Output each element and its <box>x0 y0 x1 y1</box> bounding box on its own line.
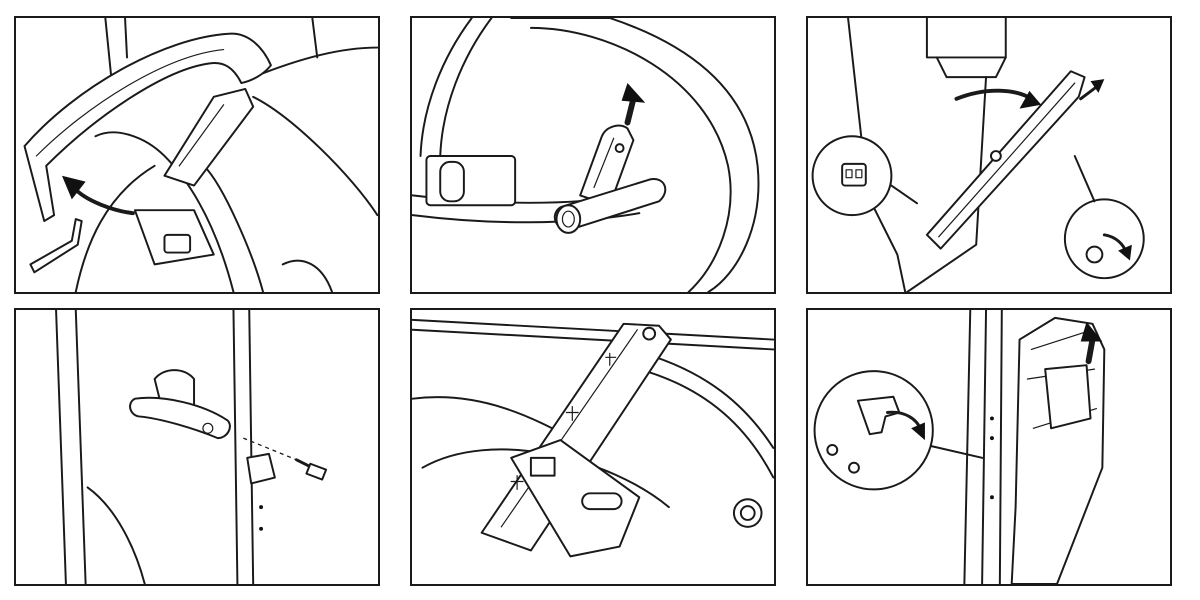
pull-handle <box>553 124 667 234</box>
trim-clip <box>510 352 617 490</box>
door-trim-panel <box>925 70 1086 250</box>
arrow-icon <box>621 83 646 126</box>
arrow-icon <box>61 175 135 216</box>
panel-6-inner-trim-panel-removal <box>806 308 1172 586</box>
door-body <box>55 310 255 584</box>
door-striker <box>246 452 276 531</box>
panel-2-pull-handle-removal <box>410 16 776 294</box>
panel-3-door-trim-removal <box>806 16 1172 294</box>
inner-trim-panel <box>1010 316 1106 584</box>
upper-trim-cover <box>23 32 272 223</box>
plug-icon <box>732 498 763 528</box>
hex-key-icon <box>29 218 83 274</box>
panel-1-trim-cover-removal <box>14 16 380 294</box>
door-latch-recess <box>425 155 517 207</box>
door-body <box>74 18 378 292</box>
fastener-inset <box>1063 155 1145 280</box>
outer-door-handle <box>129 369 231 440</box>
clip-inset <box>813 370 984 491</box>
panel-5-trim-strip-clips <box>410 308 776 586</box>
trim-strip <box>480 322 672 552</box>
screw-icon <box>243 437 328 481</box>
panel-4-outer-handle-screw <box>14 308 380 586</box>
door-body <box>963 310 1003 584</box>
arrow-icon <box>1080 321 1103 365</box>
arrow-icon <box>954 79 1105 109</box>
handle-bracket <box>510 439 641 558</box>
trim-clip-bracket <box>133 87 255 266</box>
door-body <box>847 18 1007 292</box>
connector-inset <box>811 135 919 217</box>
